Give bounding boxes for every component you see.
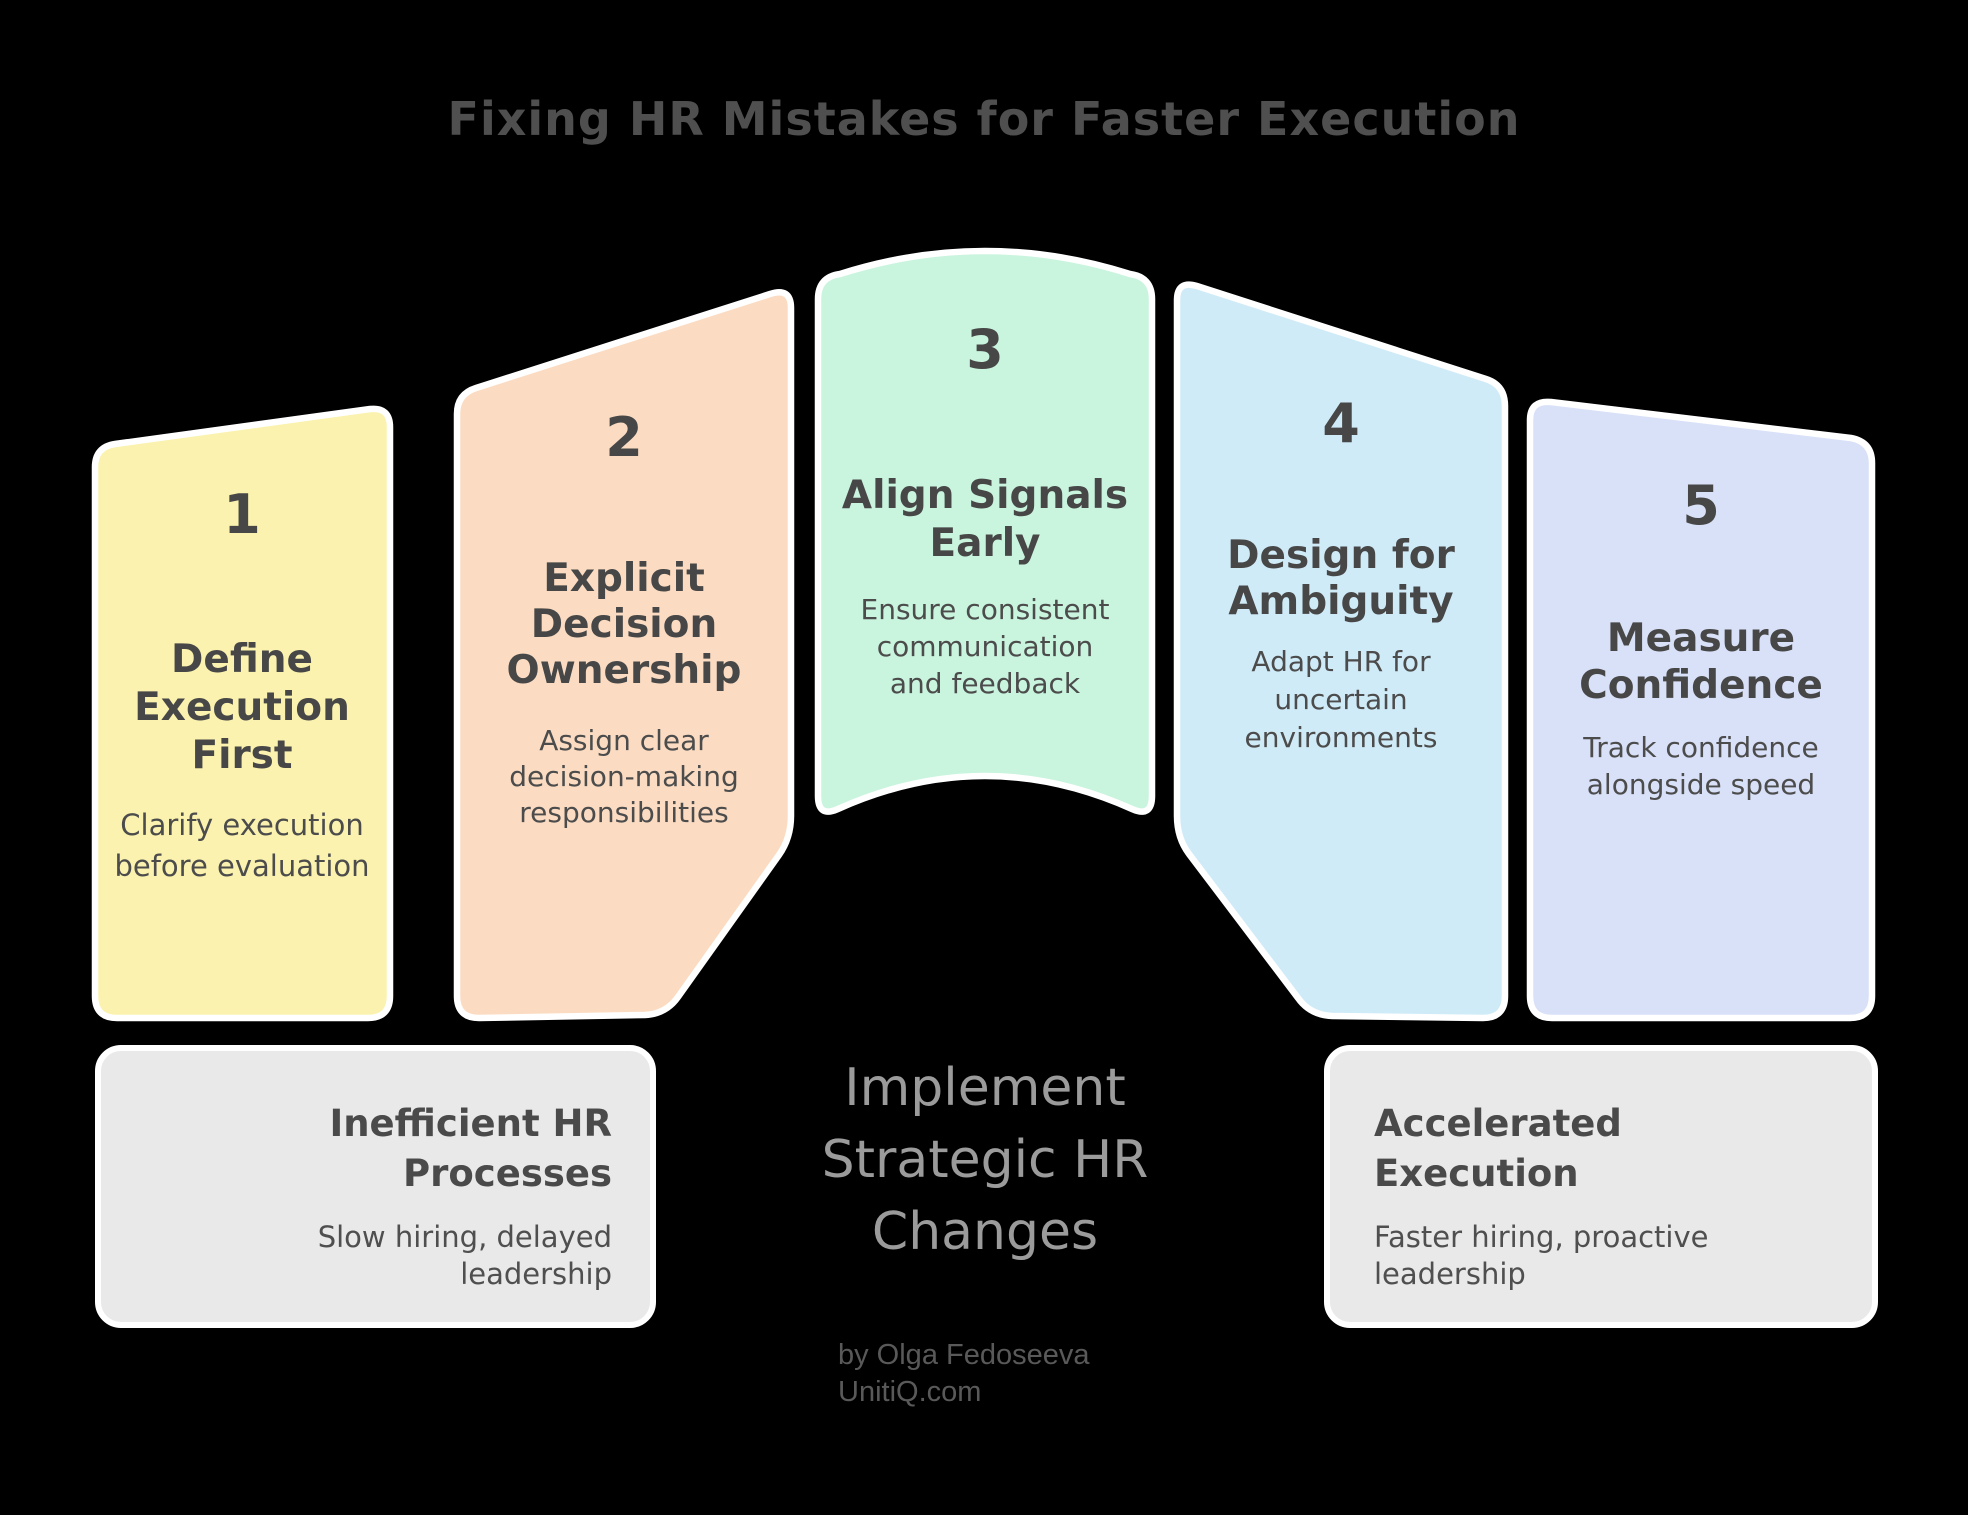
panel-5-body: Track confidence alongside speed <box>1583 731 1819 801</box>
panel-2-body: Assign clear decision-making responsibil… <box>509 724 739 829</box>
panel-1-body: Clarify execution before evaluation <box>114 808 370 883</box>
panel-4-number: 4 <box>1322 392 1360 455</box>
panel-2-number: 2 <box>605 406 643 469</box>
panel-3-body: Ensure consistent communication and feed… <box>860 593 1110 700</box>
panel-3-number: 3 <box>966 318 1004 381</box>
panel-1-number: 1 <box>223 483 261 546</box>
outcome-right-heading: Accelerated Execution <box>1374 1102 1622 1195</box>
outcome-box-accelerated: Accelerated Execution Faster hiring, pro… <box>1324 1045 1878 1328</box>
panel-1-heading: Define Execution First <box>134 637 350 778</box>
panel-2-heading: Explicit Decision Ownership <box>506 556 742 693</box>
panel-shape-1 <box>91 405 394 1022</box>
panel-5-number: 5 <box>1682 474 1720 537</box>
panel-4-body: Adapt HR for uncertain environments <box>1244 645 1438 754</box>
panel-shape-2 <box>453 289 795 1022</box>
panel-3-heading: Align Signals Early <box>841 473 1129 566</box>
outcome-left-heading: Inefficient HR Processes <box>329 1102 612 1195</box>
outcome-right-body: Faster hiring, proactive leadership <box>1374 1220 1709 1291</box>
panel-4-heading: Design for Ambiguity <box>1227 533 1455 624</box>
panel-shape-4 <box>1173 281 1509 1022</box>
panel-5-heading: Measure Confidence <box>1579 616 1823 708</box>
outcome-box-inefficient: Inefficient HR Processes Slow hiring, de… <box>95 1045 656 1328</box>
outcome-left-body: Slow hiring, delayed leadership <box>317 1220 612 1291</box>
panel-shape-5 <box>1526 398 1876 1022</box>
attribution: by Olga Fedoseeva UnitiQ.com <box>838 1339 1090 1408</box>
panel-shape-3 <box>814 247 1156 815</box>
center-label: Implement Strategic HR Changes <box>821 1058 1149 1262</box>
page-title: Fixing HR Mistakes for Faster Execution <box>447 92 1521 146</box>
